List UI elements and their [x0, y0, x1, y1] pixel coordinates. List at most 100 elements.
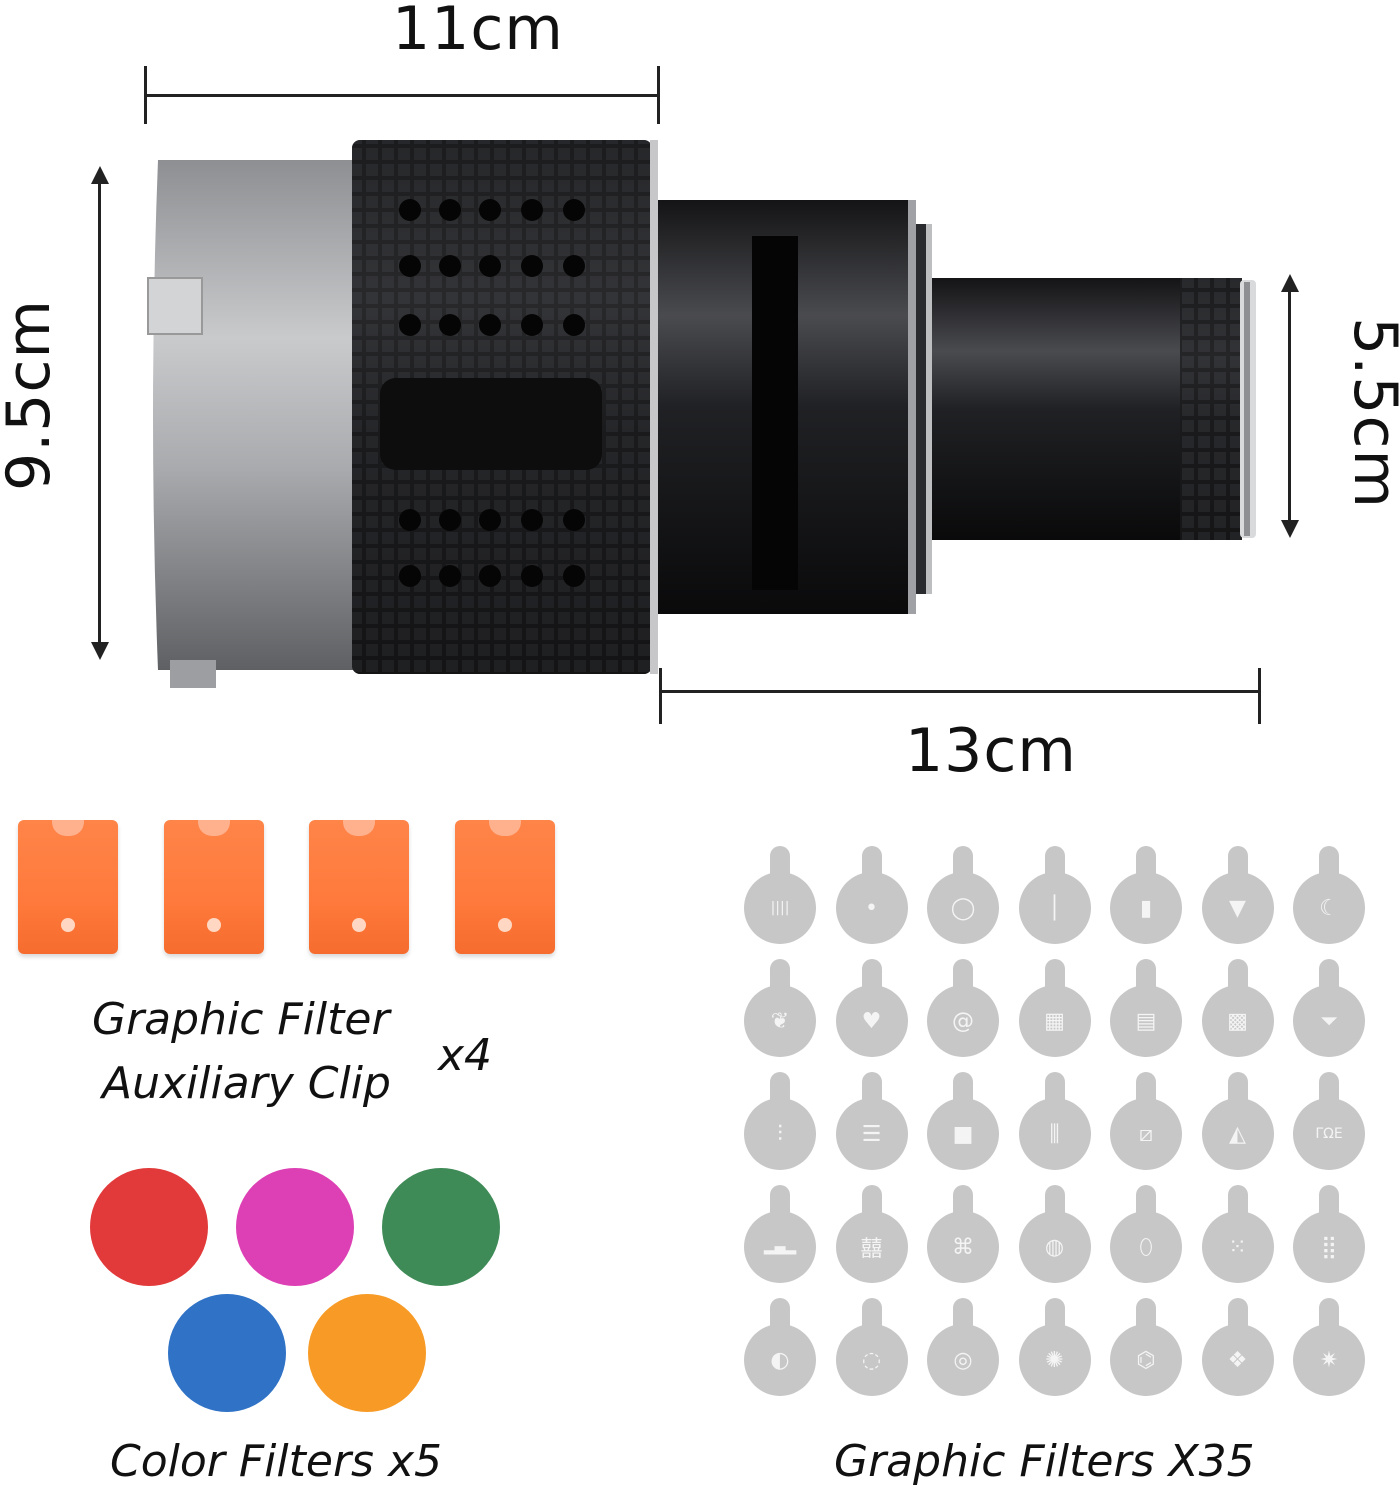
- graphic-filter-halftone-icon: ⣿: [1291, 1185, 1367, 1285]
- front-length-dimension-line: [660, 690, 1260, 693]
- graphic-filter-dot-icon: •: [834, 846, 910, 946]
- clip-caption-line2: Auxiliary Clip: [102, 1058, 391, 1109]
- graphic-filter-moon-icon: ☾: [1291, 846, 1367, 946]
- graphic-filter-swirl-icon: @: [925, 959, 1001, 1059]
- dot-grid-icon: ⁙: [1228, 1234, 1247, 1260]
- graphic-filter-dot-grid-icon: ⁙: [1200, 1185, 1276, 1285]
- swirl-icon: @: [952, 1008, 974, 1034]
- graphic-filter-skyline-icon: ▂▄▂: [742, 1185, 818, 1285]
- graphic-filter-grid-window-icon: ▤: [1108, 959, 1184, 1059]
- height-arrow-top-icon: [91, 166, 109, 184]
- front-length-tick-right: [1258, 668, 1261, 724]
- front-length-label: 13cm: [905, 716, 1077, 786]
- halftone-icon: ⣿: [1320, 1234, 1338, 1260]
- graphic-filters-caption: Graphic Filters X35: [834, 1436, 1255, 1487]
- moon-icon: ☾: [1319, 895, 1339, 921]
- bamboo-icon: ⫶: [777, 1121, 783, 1147]
- top-width-tick-right: [657, 66, 660, 124]
- slit-icon: │: [1047, 895, 1062, 921]
- top-width-label: 11cm: [392, 0, 564, 64]
- lines-vertical-icon: ⫼: [1049, 1121, 1060, 1147]
- ring-icon: ◯: [950, 895, 976, 921]
- color-filter-disc: [382, 1168, 500, 1286]
- graphic-filter-blinds-icon: ☰: [834, 1072, 910, 1172]
- grid-window-icon: ▤: [1135, 1008, 1157, 1034]
- graphic-filter-text-logo-icon: ΓΩE: [1291, 1072, 1367, 1172]
- auxiliary-clip: [18, 820, 118, 954]
- color-filter-disc: [236, 1168, 354, 1286]
- clip-caption-line1: Graphic Filter: [92, 994, 390, 1045]
- triangle-icon: ▼: [1229, 895, 1246, 921]
- graphic-filter-slit-icon: │: [1017, 846, 1093, 946]
- graphic-filter-bar-icon: ▮: [1108, 846, 1184, 946]
- graphic-filter-sparkle-icon: ✷: [1291, 1298, 1367, 1398]
- front-height-label: 5.5cm: [1340, 317, 1400, 509]
- graphic-filter-circle-pattern-icon: ◍: [1017, 1185, 1093, 1285]
- graphic-filter-knot-icon: ⌘: [925, 1185, 1001, 1285]
- graphic-filter-heart-icon: ♥: [834, 959, 910, 1059]
- front-height-arrow-bottom-icon: [1281, 520, 1299, 538]
- graphic-filter-trapezoid-icon: ⏷: [1291, 959, 1367, 1059]
- graphic-filter-lines-icon: ||||: [742, 846, 818, 946]
- oval-icon: ⬯: [1139, 1234, 1153, 1260]
- graphic-filter-oval-icon: ⬯: [1108, 1185, 1184, 1285]
- knot-icon: ⌘: [952, 1234, 974, 1260]
- lines-icon: ||||: [770, 900, 790, 916]
- half-circle-icon: ◐: [770, 1347, 790, 1373]
- height-label: 9.5cm: [0, 299, 64, 491]
- graphic-filter-lines-vertical-icon: ⫼: [1017, 1072, 1093, 1172]
- graphic-filter-bamboo-icon: ⫶: [742, 1072, 818, 1172]
- leaf-icon: ❦: [770, 1008, 790, 1034]
- auxiliary-clip: [309, 820, 409, 954]
- double-happiness-icon: 囍: [860, 1237, 883, 1262]
- graphic-filter-mosaic-icon: ❖: [1200, 1298, 1276, 1398]
- circle-pattern-icon: ◍: [1044, 1234, 1065, 1260]
- projector-snoot-image: [147, 140, 1256, 688]
- graphic-filter-grid-icon: ▩: [1200, 959, 1276, 1059]
- graphic-filter-leaf-icon: ❦: [742, 959, 818, 1059]
- color-filter-disc: [308, 1294, 426, 1412]
- graphic-filter-perspective-icon: ⧄: [1108, 1072, 1184, 1172]
- heart-icon: ♥: [861, 1008, 882, 1034]
- height-arrow-bottom-icon: [91, 642, 109, 660]
- graphic-filter-triangle-icon: ▼: [1200, 846, 1276, 946]
- graphic-filter-square-icon: ■: [925, 1072, 1001, 1172]
- clip-caption-count: x4: [438, 1030, 493, 1081]
- spiral-dots-icon: ◎: [953, 1347, 973, 1373]
- height-dimension-line: [98, 172, 101, 656]
- graphic-filter-fan-icon: ◭: [1200, 1072, 1276, 1172]
- skyline-icon: ▂▄▂: [763, 1239, 797, 1255]
- dot-icon: •: [865, 895, 878, 921]
- fan-icon: ◭: [1229, 1121, 1246, 1147]
- window-icon: ▦: [1044, 1008, 1065, 1034]
- shatter-icon: ⌬: [1136, 1347, 1156, 1373]
- graphic-filter-dotted-sphere-icon: ◌: [834, 1298, 910, 1398]
- grid-icon: ▩: [1227, 1008, 1248, 1034]
- dotted-sphere-icon: ◌: [861, 1347, 882, 1373]
- top-width-dimension-line: [145, 94, 659, 97]
- blinds-icon: ☰: [861, 1121, 882, 1147]
- color-filter-disc: [90, 1168, 208, 1286]
- front-length-tick-left: [659, 668, 662, 724]
- color-filter-disc: [168, 1294, 286, 1412]
- sparkle-icon: ✷: [1319, 1347, 1339, 1373]
- burst-icon: ✺: [1045, 1347, 1064, 1373]
- bar-icon: ▮: [1139, 895, 1153, 921]
- text-logo-icon: ΓΩE: [1315, 1126, 1343, 1142]
- graphic-filter-half-circle-icon: ◐: [742, 1298, 818, 1398]
- top-width-tick-left: [144, 66, 147, 124]
- graphic-filter-window-icon: ▦: [1017, 959, 1093, 1059]
- auxiliary-clip: [455, 820, 555, 954]
- color-filters-caption: Color Filters x5: [110, 1436, 442, 1487]
- front-height-dimension-line: [1288, 282, 1291, 532]
- mosaic-icon: ❖: [1227, 1347, 1248, 1373]
- graphic-filter-spiral-dots-icon: ◎: [925, 1298, 1001, 1398]
- trapezoid-icon: ⏷: [1320, 1008, 1338, 1034]
- front-height-arrow-top-icon: [1281, 274, 1299, 292]
- graphic-filter-ring-icon: ◯: [925, 846, 1001, 946]
- graphic-filter-burst-icon: ✺: [1017, 1298, 1093, 1398]
- perspective-icon: ⧄: [1139, 1121, 1153, 1147]
- auxiliary-clip: [164, 820, 264, 954]
- graphic-filter-double-happiness-icon: 囍: [834, 1185, 910, 1285]
- square-icon: ■: [952, 1121, 974, 1147]
